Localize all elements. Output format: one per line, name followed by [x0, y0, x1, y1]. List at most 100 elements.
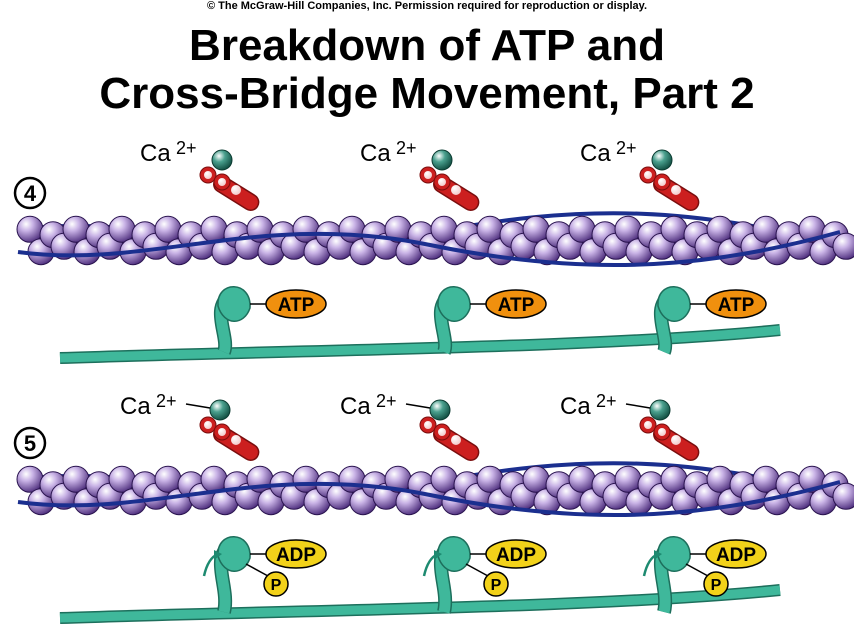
myosin-head: ADP P — [642, 536, 767, 614]
calcium-ion-icon — [429, 399, 451, 421]
calcium-ion-icon — [211, 149, 233, 171]
calcium-charge: 2+ — [596, 391, 617, 411]
page-title: Breakdown of ATP and Cross-Bridge Moveme… — [0, 22, 854, 118]
actin-bead — [832, 232, 854, 260]
myosin-head: ATP — [433, 286, 547, 355]
movement-arrowhead-icon — [654, 550, 662, 560]
step-label: 5 — [24, 431, 36, 456]
troponin-bead — [451, 185, 461, 195]
calcium-ion-icon — [209, 399, 231, 421]
phosphate-link — [465, 563, 489, 577]
myosin-head-shape — [217, 286, 251, 322]
step-circle — [13, 426, 47, 460]
troponin-bead — [671, 185, 681, 195]
calcium-symbol: Ca — [580, 140, 611, 167]
troponin-bead — [671, 435, 681, 445]
adp-molecule — [485, 539, 547, 569]
molecule-label: ADP — [276, 545, 316, 566]
myosin-filament: ATP ATP ATP — [59, 286, 781, 364]
troponin-bead — [451, 435, 461, 445]
calcium-pointer — [185, 403, 211, 409]
step-label: 4 — [24, 181, 37, 206]
calcium-charge: 2+ — [616, 138, 637, 158]
myosin-head: ADP P — [422, 536, 547, 614]
movement-arrowhead-icon — [434, 550, 442, 560]
molecule-label: ATP — [498, 295, 535, 316]
troponin-bead — [204, 171, 212, 179]
calcium-charge: 2+ — [376, 391, 397, 411]
phosphate-icon — [263, 571, 289, 597]
myosin-head-shape — [217, 536, 251, 572]
calcium-pointer — [405, 403, 431, 409]
troponin-bead — [658, 178, 666, 186]
calcium-symbol: Ca — [120, 393, 151, 420]
calcium-ion-icon — [651, 149, 673, 171]
calcium-symbol: Ca — [560, 393, 591, 420]
calcium-pointer — [625, 403, 651, 409]
copyright-notice: © The McGraw-Hill Companies, Inc. Permis… — [206, 0, 648, 12]
myosin-head-shape — [657, 536, 691, 572]
atp-molecule — [265, 289, 327, 319]
phosphate-link — [245, 563, 269, 577]
troponin-bead — [438, 428, 446, 436]
myosin-head: ATP — [213, 286, 327, 355]
phosphate-link — [685, 563, 709, 577]
myosin-head: ATP — [653, 286, 767, 355]
tropomyosin-strand — [17, 480, 841, 518]
troponin-bead — [438, 178, 446, 186]
troponin-bead — [218, 178, 226, 186]
calcium-charge: 2+ — [396, 138, 417, 158]
title-line-2: Cross-Bridge Movement, Part 2 — [99, 69, 755, 118]
title-line-1: Breakdown of ATP and — [189, 21, 665, 70]
myosin-head-shape — [437, 286, 471, 322]
molecule-label: ADP — [716, 545, 756, 566]
phosphate-label: P — [271, 577, 282, 594]
calcium-charge: 2+ — [176, 138, 197, 158]
troponin-bead — [231, 185, 241, 195]
actin-bead — [832, 482, 854, 510]
calcium-ion-icon — [431, 149, 453, 171]
phosphate-icon — [703, 571, 729, 597]
molecule-label: ATP — [278, 295, 315, 316]
step-circle — [13, 176, 47, 210]
atp-molecule — [485, 289, 547, 319]
troponin-bead — [658, 428, 666, 436]
movement-arrowhead-icon — [214, 550, 222, 560]
myosin-head-shape — [657, 286, 691, 322]
molecule-label: ATP — [718, 295, 755, 316]
troponin-bead — [424, 421, 432, 429]
myosin-head-shape — [437, 536, 471, 572]
troponin-bead — [231, 435, 241, 445]
adp-molecule — [705, 539, 767, 569]
tropomyosin-strand — [17, 230, 841, 268]
step-number: 5 — [13, 426, 47, 460]
phosphate-icon — [483, 571, 509, 597]
calcium-ion-icon — [649, 399, 671, 421]
calcium-charge: 2+ — [156, 391, 177, 411]
calcium-symbol: Ca — [360, 140, 391, 167]
phosphate-label: P — [711, 577, 722, 594]
troponin-bead — [204, 421, 212, 429]
atp-molecule — [705, 289, 767, 319]
troponin-bead — [218, 428, 226, 436]
molecule-label: ADP — [496, 545, 536, 566]
troponin-bead — [424, 171, 432, 179]
phosphate-label: P — [491, 577, 502, 594]
troponin-bead — [644, 421, 652, 429]
actin-filament — [16, 465, 854, 516]
